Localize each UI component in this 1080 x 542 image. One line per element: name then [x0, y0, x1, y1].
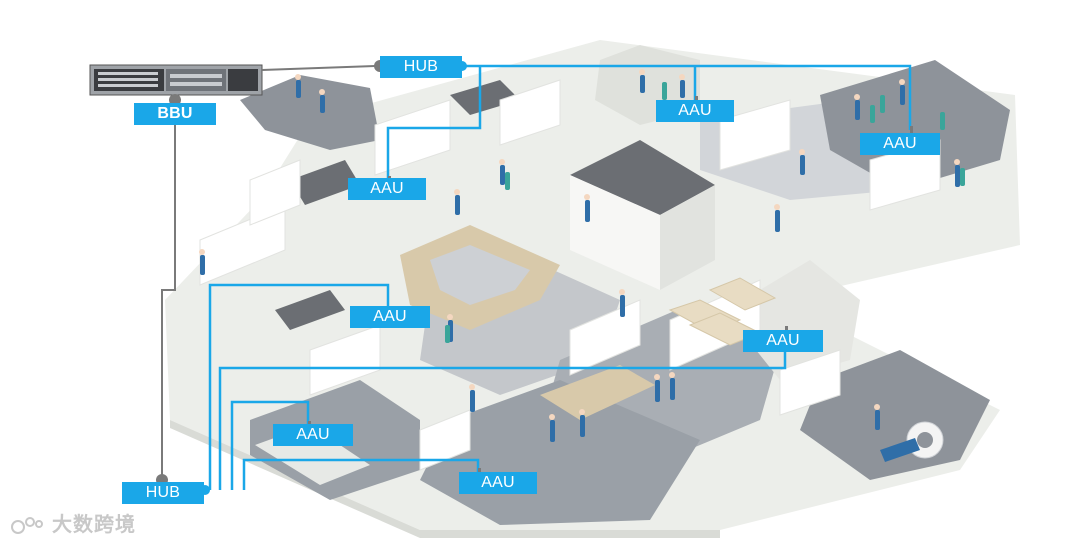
bbu-rack-device [89, 64, 263, 96]
aau-label-upper-left: AAU [348, 178, 426, 200]
aau-label-bottom: AAU [459, 472, 537, 494]
watermark: 大数跨境 [10, 508, 136, 537]
aau-label-center: AAU [350, 306, 430, 328]
hub-top-label: HUB [380, 56, 462, 78]
aau-label-right: AAU [743, 330, 823, 352]
hub-bottom-label: HUB [122, 482, 204, 504]
aau-label-lower-left: AAU [273, 424, 353, 446]
trunk-cables [161, 65, 376, 485]
watermark-logo-icon [11, 516, 43, 534]
watermark-text: 大数跨境 [51, 512, 136, 536]
aau-label-top-right: AAU [860, 133, 940, 155]
bbu-label: BBU [134, 103, 216, 125]
building-floor [165, 40, 1020, 538]
aau-label-top-center: AAU [656, 100, 734, 122]
